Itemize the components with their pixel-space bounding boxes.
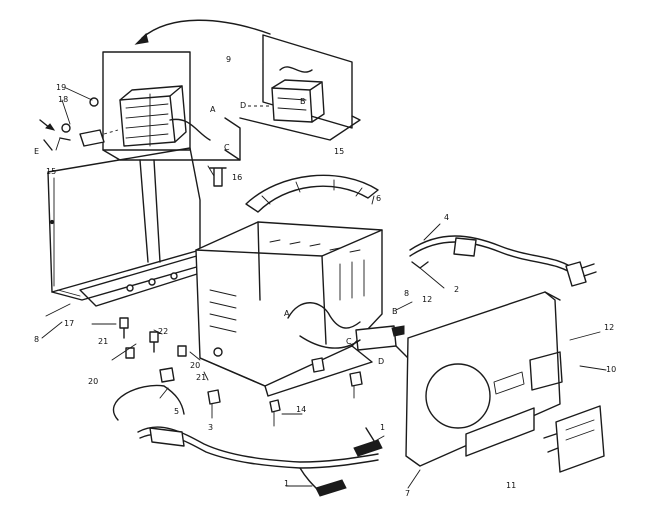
callout-part-20: 20	[88, 377, 98, 386]
callout-part-4: 4	[444, 213, 449, 222]
callout-part-21: 21	[98, 337, 108, 346]
callout-part-10: 10	[606, 365, 616, 374]
screw-16	[209, 167, 227, 187]
callout-part-8: 8	[404, 289, 409, 298]
assembly-arrow	[141, 19, 271, 39]
front-panel	[405, 291, 563, 467]
handle-strap	[245, 174, 379, 213]
callout-part-3: 3	[208, 423, 213, 432]
power-cord	[409, 235, 597, 287]
rectifier-parts	[39, 97, 119, 151]
callout-letter-b: B	[300, 97, 306, 106]
callout-letter-e: E	[34, 147, 39, 156]
callout-part-11: 11	[506, 481, 516, 490]
callout-part-5: 5	[174, 407, 179, 416]
callout-part-15: 15	[46, 167, 56, 176]
callout-part-15: 15	[334, 147, 344, 156]
assembly-arrow-head	[134, 33, 149, 45]
callout-part-2: 2	[454, 285, 459, 294]
leader-lines	[41, 87, 607, 489]
callout-part-19: 19	[56, 83, 66, 92]
callout-part-20: 20	[190, 361, 200, 370]
callout-part-1: 1	[284, 479, 289, 488]
transformer-bracket-right	[239, 34, 361, 141]
callout-letter-d: D	[240, 101, 246, 110]
callout-part-6: 6	[376, 194, 381, 203]
callout-part-12: 12	[604, 323, 614, 332]
callout-part-9: 9	[226, 55, 231, 64]
callout-part-17: 17	[64, 319, 74, 328]
callout-letter-c: C	[224, 143, 230, 152]
callout-part-1: 1	[380, 423, 385, 432]
callout-letter-a: A	[210, 105, 216, 114]
callout-part-22: 22	[158, 327, 168, 336]
callout-letter-c: C	[346, 337, 352, 346]
callout-part-14: 14	[296, 405, 306, 414]
battery-clamps	[112, 384, 383, 497]
callout-part-21: 21	[196, 373, 206, 382]
screws-21-22	[119, 317, 187, 359]
ammeter	[543, 405, 605, 473]
internal-wiring	[287, 302, 411, 361]
callout-letter-b: B	[392, 307, 398, 316]
insulator-clips	[159, 357, 363, 427]
callout-part-16: 16	[232, 173, 242, 182]
callout-part-8: 8	[34, 335, 39, 344]
transformer-bracket-left	[102, 51, 241, 161]
cabinet-housing	[195, 221, 383, 397]
side-panel-left	[47, 147, 217, 307]
callout-part-7: 7	[405, 489, 410, 498]
callout-part-12: 12	[422, 295, 432, 304]
callout-letter-d: D	[378, 357, 384, 366]
callout-letter-a: A	[284, 309, 290, 318]
callout-part-18: 18	[58, 95, 68, 104]
